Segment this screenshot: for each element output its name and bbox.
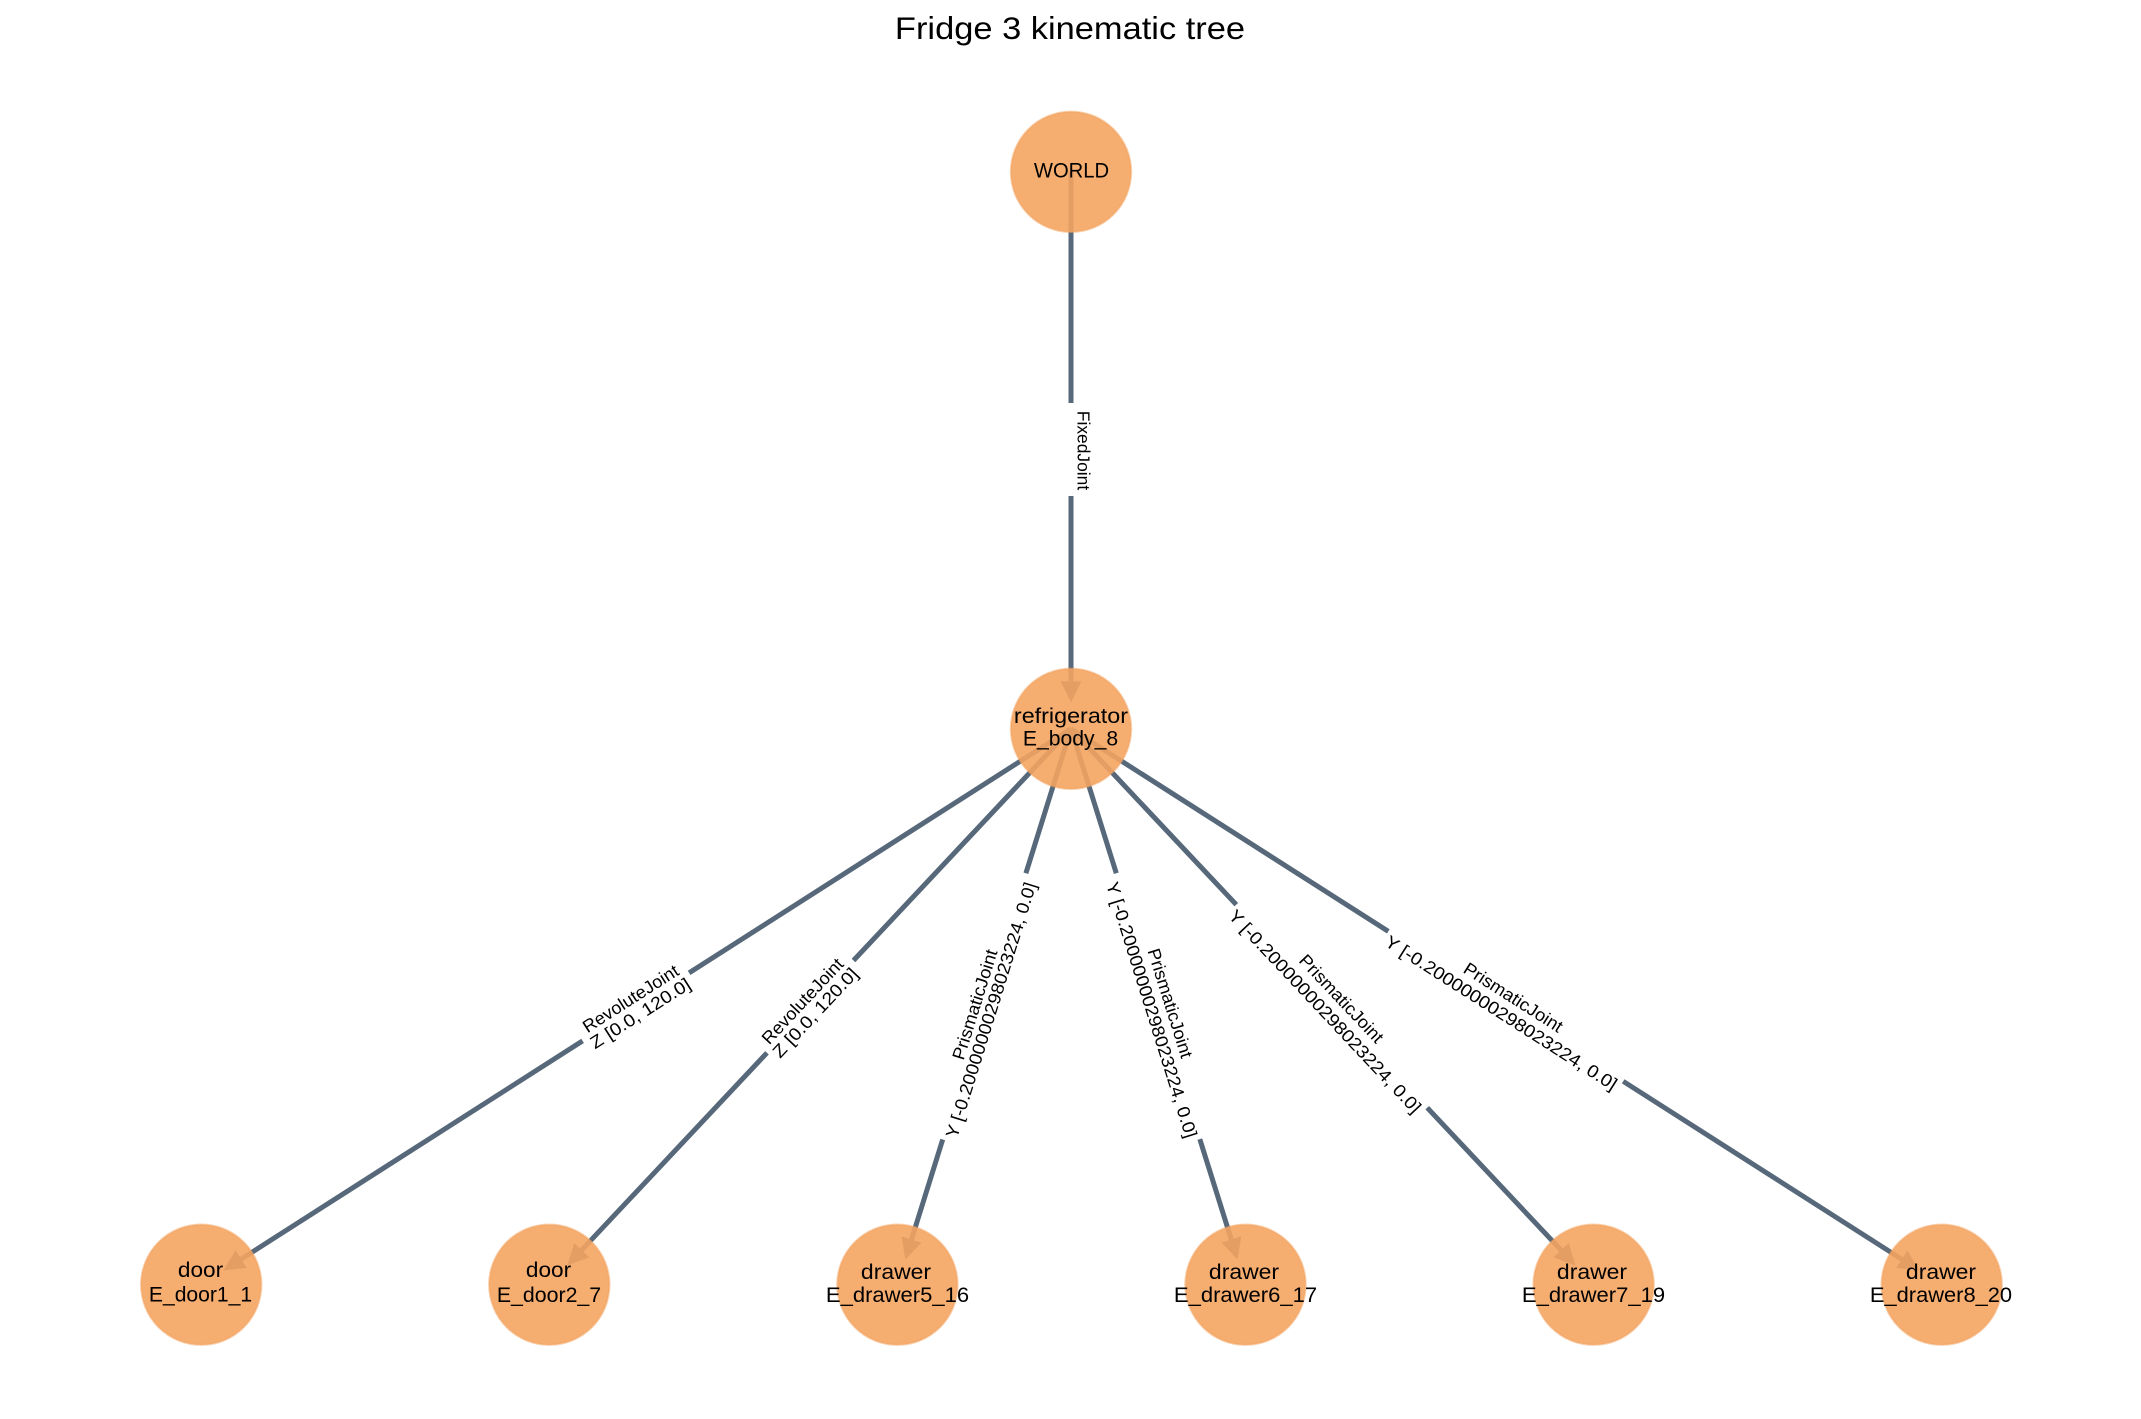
- svg-text:E_door2_7: E_door2_7: [497, 1284, 601, 1307]
- svg-text:E_body_8: E_body_8: [1023, 728, 1118, 751]
- svg-text:WORLD: WORLD: [1034, 160, 1109, 183]
- svg-text:refrigerator: refrigerator: [1014, 705, 1128, 728]
- svg-text:drawer: drawer: [1557, 1261, 1627, 1284]
- svg-text:E_drawer5_16: E_drawer5_16: [826, 1284, 969, 1307]
- svg-text:E_drawer6_17: E_drawer6_17: [1174, 1284, 1317, 1307]
- svg-text:door: door: [526, 1259, 571, 1282]
- svg-text:FixedJoint: FixedJoint: [1074, 411, 1094, 490]
- svg-text:E_drawer7_19: E_drawer7_19: [1522, 1284, 1665, 1307]
- svg-text:drawer: drawer: [861, 1261, 931, 1284]
- svg-text:drawer: drawer: [1906, 1261, 1976, 1284]
- svg-text:E_drawer8_20: E_drawer8_20: [1870, 1284, 2012, 1307]
- svg-text:E_door1_1: E_door1_1: [149, 1284, 252, 1307]
- svg-text:door: door: [178, 1259, 223, 1282]
- svg-text:Fridge 3 kinematic tree: Fridge 3 kinematic tree: [895, 10, 1245, 46]
- svg-text:drawer: drawer: [1209, 1261, 1279, 1284]
